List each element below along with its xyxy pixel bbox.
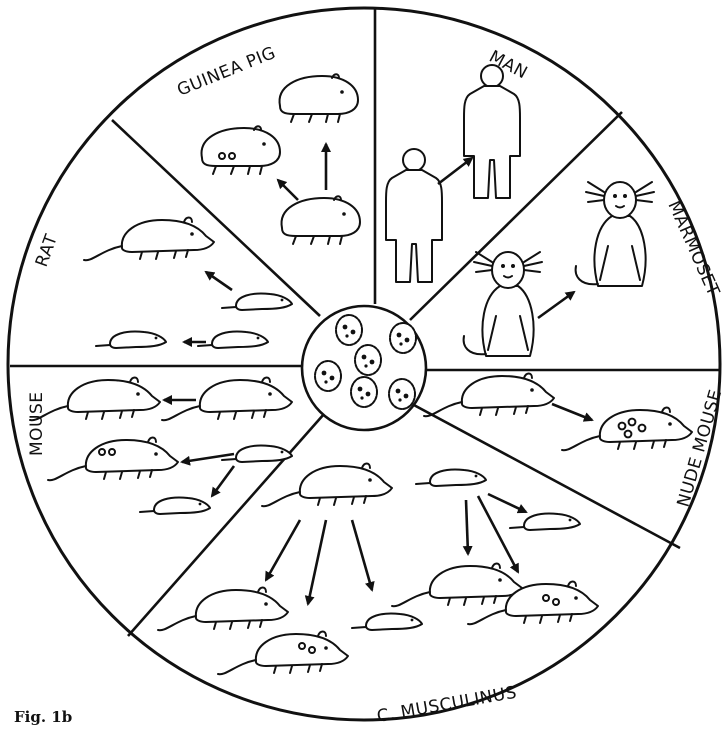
label-nude-mouse: NUDE MOUSE xyxy=(674,387,727,509)
c-musculinus-illustrations xyxy=(158,464,598,675)
label-rat: RAT xyxy=(32,231,62,269)
label-c-musculinus: C. MUSCULINUS xyxy=(375,683,518,727)
guinea-pig-illustrations xyxy=(202,74,360,244)
label-guinea-pig: GUINEA PIG xyxy=(174,43,278,101)
figure-caption: Fig. 1b xyxy=(14,708,72,726)
rat-illustrations xyxy=(84,218,292,349)
label-mouse: MOUSE xyxy=(27,391,47,456)
label-marmoset: MARMOSET xyxy=(663,198,723,299)
nude-mouse-illustrations xyxy=(424,374,692,451)
marmoset-illustrations xyxy=(464,182,654,356)
human-illustrations xyxy=(386,65,520,282)
